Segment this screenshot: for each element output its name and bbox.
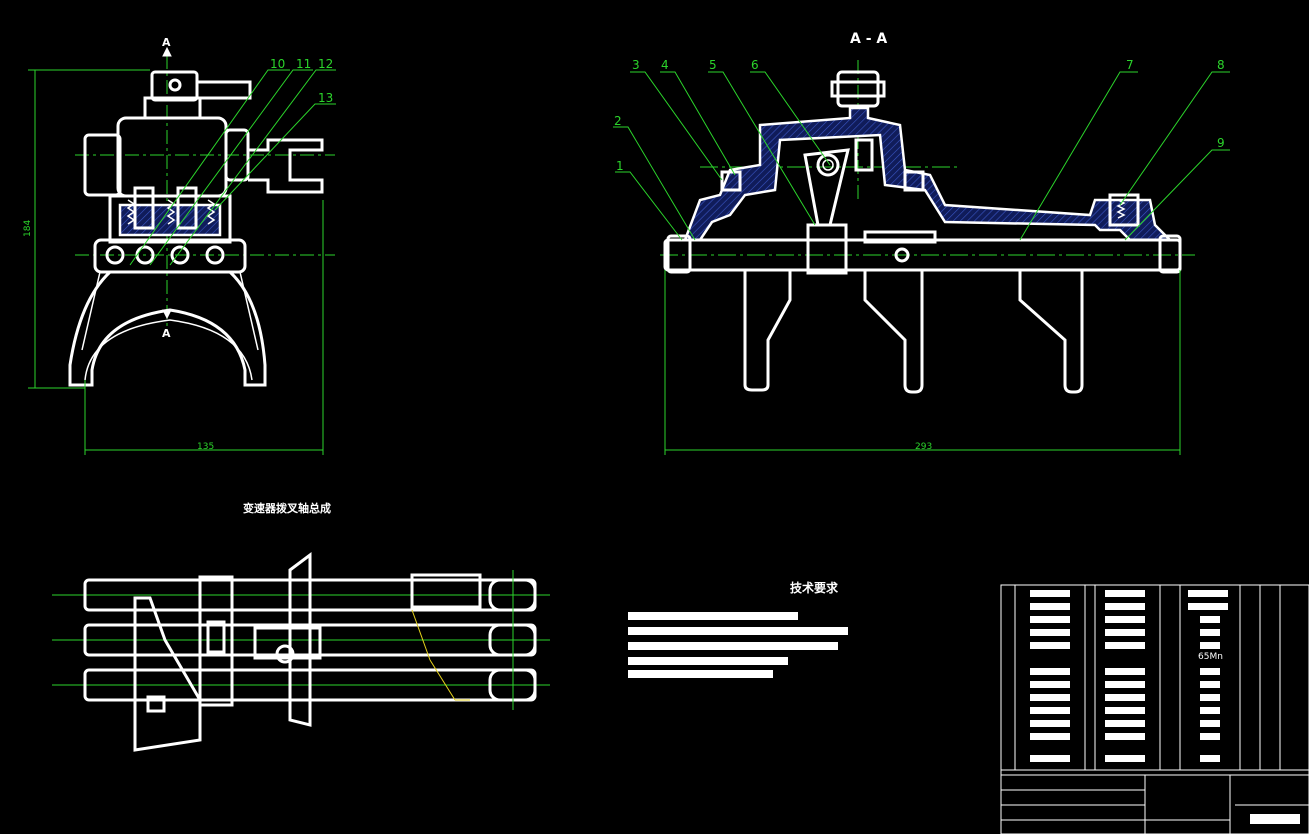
part-label-1: 1 bbox=[616, 159, 624, 173]
part-label-12: 12 bbox=[318, 57, 333, 71]
side-view: A A 184 135 10 11 12 13 bbox=[23, 36, 336, 455]
part-label-13: 13 bbox=[318, 91, 333, 105]
part-label-8: 8 bbox=[1217, 58, 1225, 72]
part-label-7: 7 bbox=[1126, 58, 1134, 72]
view-arrow-label-top: A bbox=[162, 36, 171, 49]
part-label-10: 10 bbox=[270, 57, 285, 71]
height-dim-left: 184 bbox=[23, 220, 33, 237]
part-label-4: 4 bbox=[661, 58, 669, 72]
tech-requirements: 技术要求 bbox=[628, 580, 848, 678]
view-arrow-label-bottom: A bbox=[162, 327, 171, 340]
part-label-11: 11 bbox=[296, 57, 311, 71]
section-view: A - A 293 bbox=[613, 31, 1230, 455]
section-label: A - A bbox=[850, 31, 887, 47]
assembly-title: 变速器拨叉轴总成 bbox=[243, 501, 331, 515]
top-view bbox=[52, 552, 550, 752]
part-label-6: 6 bbox=[751, 58, 759, 72]
part-label-2: 2 bbox=[614, 114, 622, 128]
width-dim-section: 293 bbox=[915, 442, 932, 452]
bom-material-65mn: 65Mn bbox=[1198, 652, 1223, 662]
part-label-3: 3 bbox=[632, 58, 640, 72]
tech-req-title: 技术要求 bbox=[790, 580, 839, 595]
bill-of-materials: 65Mn bbox=[1000, 584, 1309, 834]
part-label-9: 9 bbox=[1217, 136, 1225, 150]
part-label-5: 5 bbox=[709, 58, 717, 72]
width-dim-left: 135 bbox=[197, 442, 214, 452]
